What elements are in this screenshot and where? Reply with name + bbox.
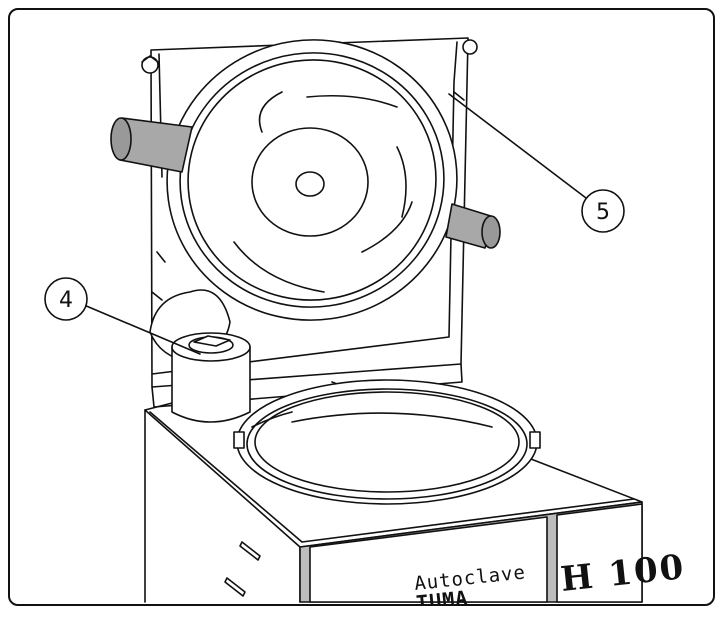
panel-brand-label: TUMA — [415, 586, 469, 606]
diagram-frame: 5 4 Autoclave H 100 TUMA — [8, 8, 715, 606]
callout-4-number: 4 — [59, 288, 73, 313]
autoclave-drawing: 5 4 Autoclave H 100 TUMA — [44, 37, 687, 606]
callout-4 — [44, 277, 201, 355]
chamber-opening — [233, 379, 541, 505]
callout-5 — [448, 93, 625, 233]
lid-disc — [166, 39, 458, 321]
pressure-valve — [171, 332, 251, 423]
lid-handles — [110, 117, 501, 249]
callout-5-number: 5 — [596, 200, 610, 225]
front-panel — [299, 501, 643, 603]
